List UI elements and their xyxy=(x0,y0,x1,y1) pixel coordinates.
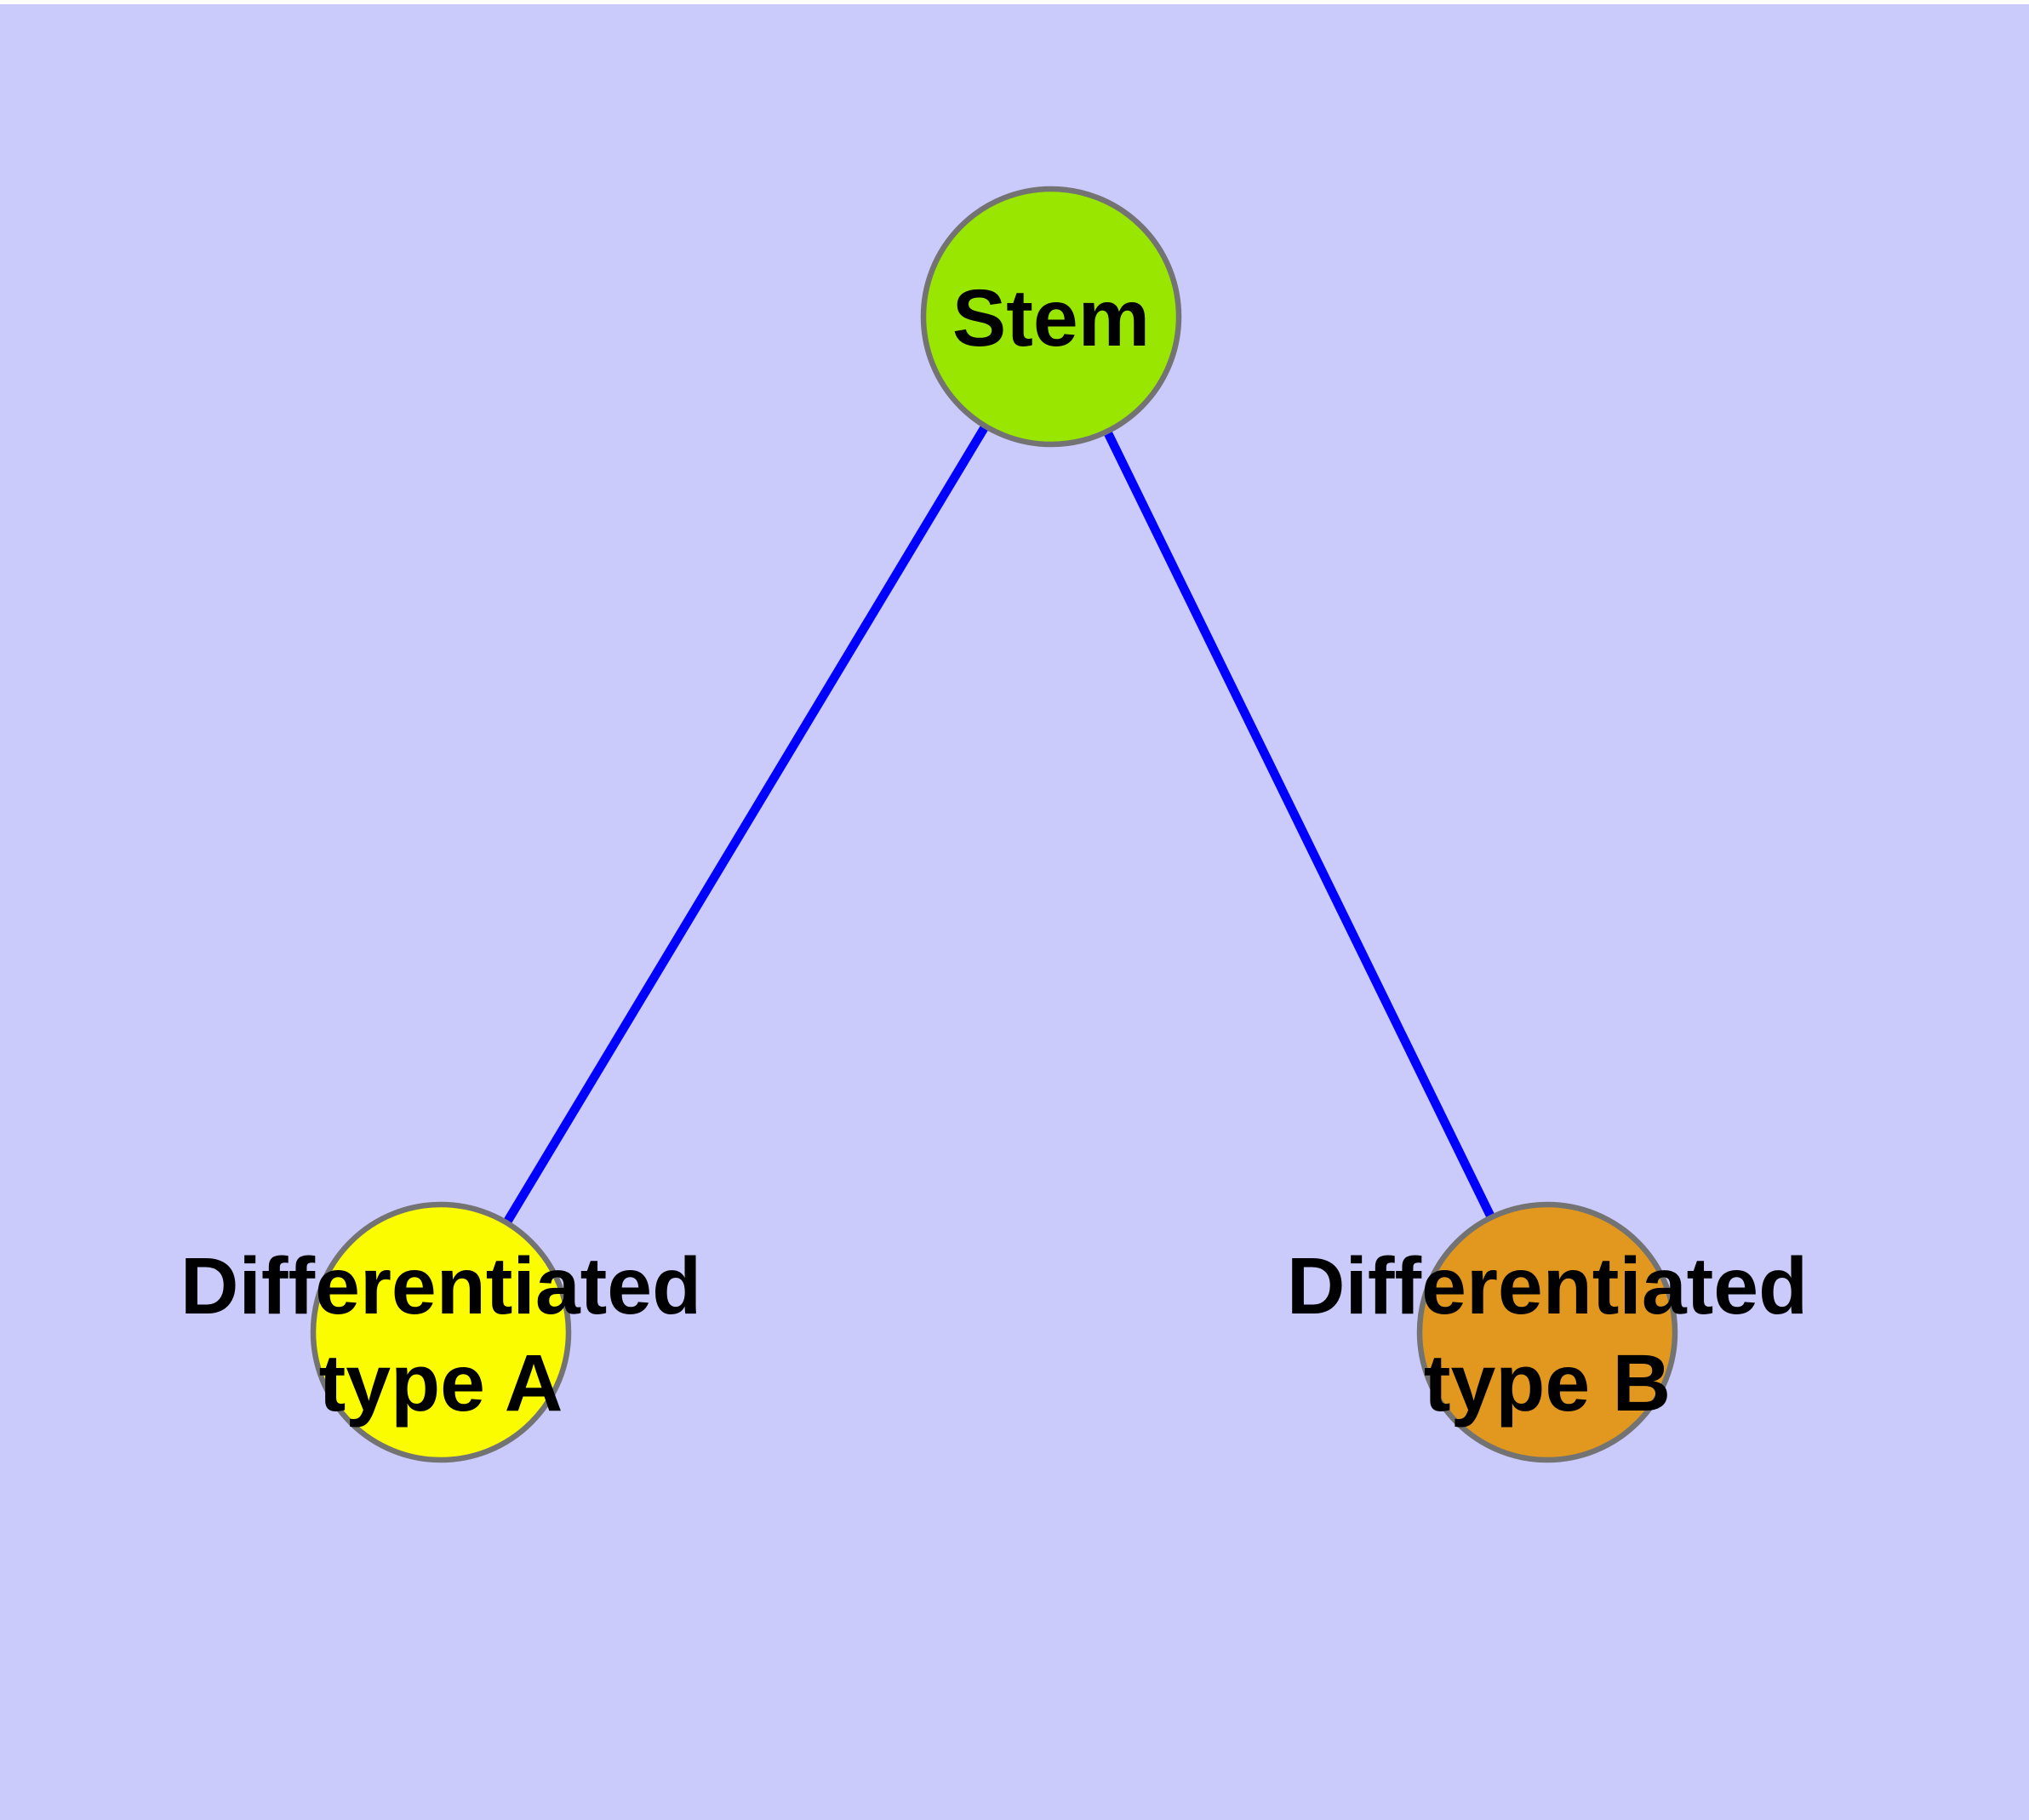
node-stem-circle xyxy=(920,186,1182,448)
node-type-a-circle xyxy=(310,1201,572,1463)
node-type-a-label-line2: type A xyxy=(319,1338,563,1428)
edge-stem-to-type-a xyxy=(437,314,1055,1335)
node-type-a-label-line1: Differentiated xyxy=(180,1241,701,1331)
node-type-b-circle xyxy=(1416,1201,1678,1463)
node-stem: Stem xyxy=(920,186,1182,448)
node-type-b-label-line1: Differentiated xyxy=(1287,1241,1808,1331)
node-type-b-label-line2: type B xyxy=(1424,1338,1671,1428)
node-stem-label: Stem xyxy=(952,273,1150,363)
edge-stem-to-type-b xyxy=(1047,314,1552,1335)
node-differentiated-type-a: Differentiated type A xyxy=(180,1201,701,1463)
node-differentiated-type-b: Differentiated type B xyxy=(1287,1201,1808,1463)
